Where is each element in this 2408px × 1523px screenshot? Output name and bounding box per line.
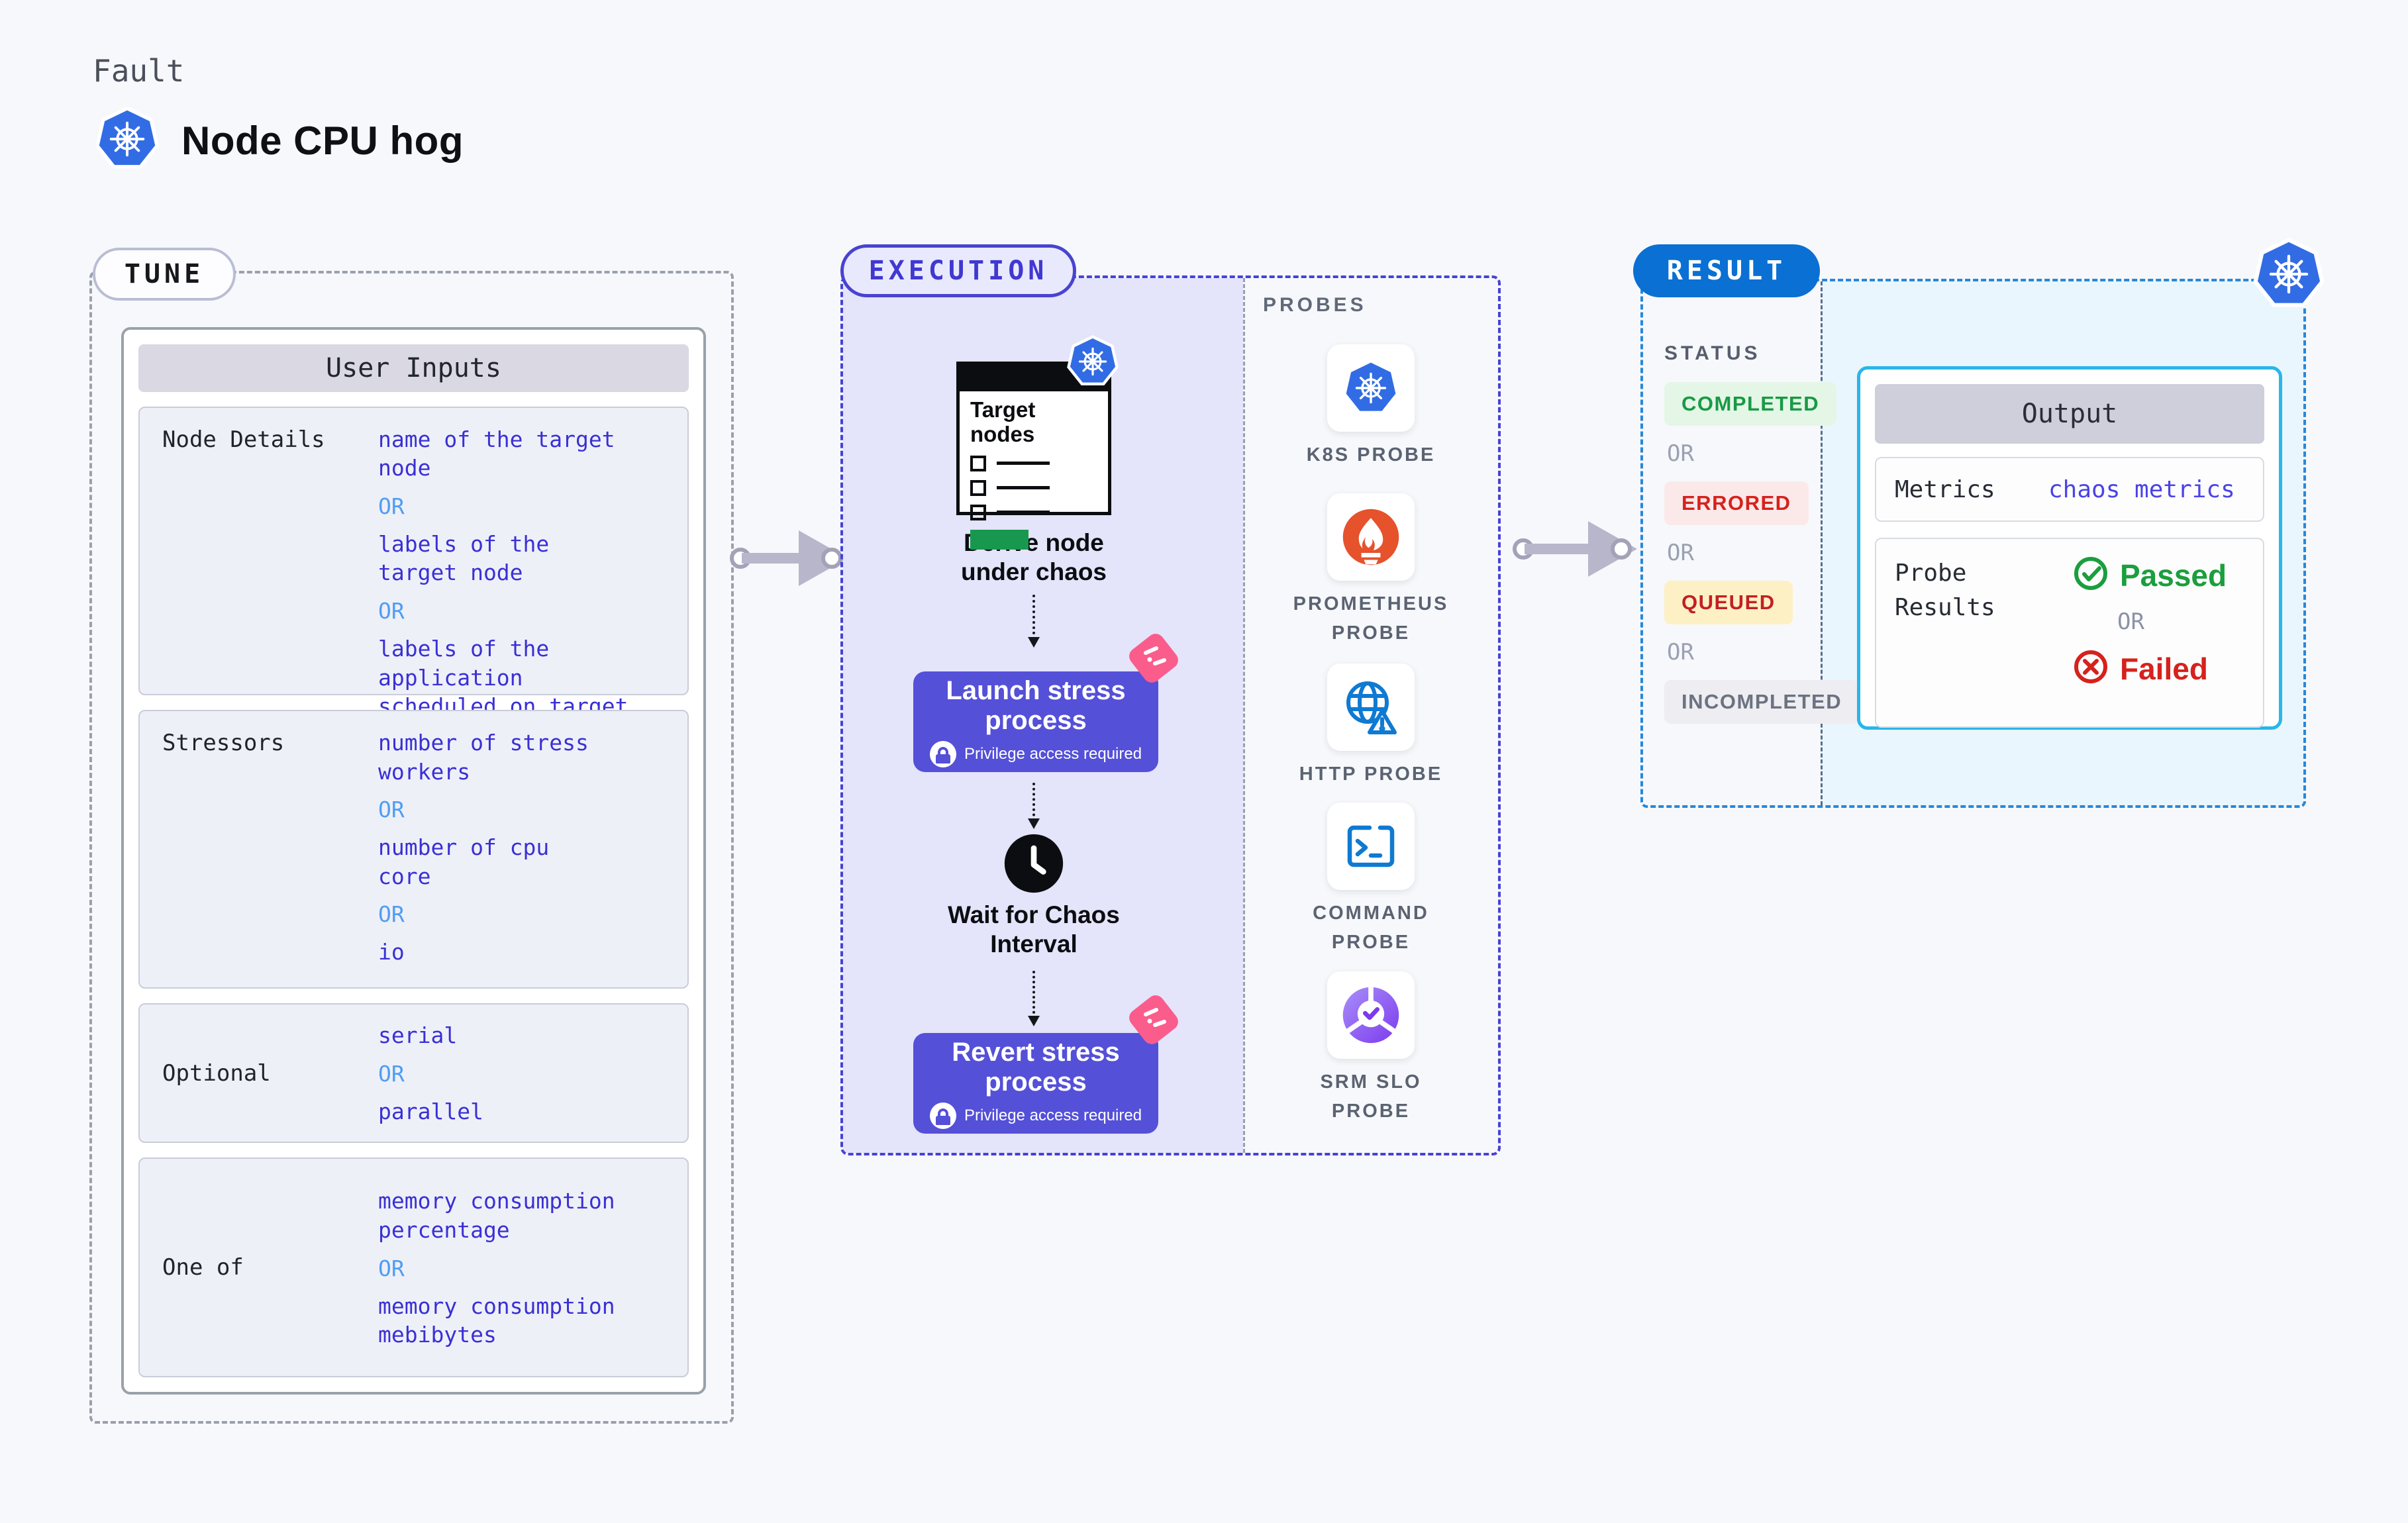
green-bar	[970, 529, 1028, 550]
probe-label: PROMETHEUS PROBE	[1293, 593, 1449, 644]
status-badge-errored: ERRORED	[1664, 481, 1809, 525]
user-inputs-title: User Inputs	[138, 344, 689, 392]
lock-icon	[929, 740, 956, 767]
or-label: OR	[2117, 609, 2144, 635]
checkbox-icon	[970, 504, 986, 520]
connector-arrow	[1028, 971, 1040, 1026]
failed-label: Failed	[2120, 651, 2208, 686]
row-label: Node Details	[162, 426, 325, 453]
row-option: parallel	[378, 1099, 483, 1124]
status-badge-queued: QUEUED	[1664, 581, 1793, 624]
slo-donut-check-icon	[1327, 971, 1415, 1059]
probe-item-srm-slo: SRM SLO PROBE	[1285, 971, 1457, 1126]
status-badge-incompleted: INCOMPLETED	[1664, 680, 1860, 724]
prometheus-icon	[1327, 493, 1415, 581]
or-label: OR	[378, 493, 405, 519]
kubernetes-icon	[2250, 236, 2327, 316]
user-inputs-table: User Inputs Node Details name of the tar…	[121, 327, 706, 1395]
probe-results-label: Probe Results	[1895, 560, 1995, 622]
result-badge[interactable]: RESULT	[1633, 244, 1820, 297]
target-nodes-card: Target nodes	[956, 362, 1111, 550]
connector-arrow	[1028, 595, 1040, 648]
table-row: Stressors number of stress workers OR nu…	[138, 710, 689, 989]
globe-warning-icon	[1327, 663, 1415, 751]
row-option: serial	[378, 1022, 458, 1049]
probe-item-command: COMMAND PROBE	[1285, 803, 1457, 957]
metrics-value: chaos metrics	[2048, 475, 2235, 503]
tune-section	[89, 271, 734, 1424]
status-title: STATUS	[1664, 342, 1761, 364]
page-title: Node CPU hog	[181, 119, 464, 163]
or-label: OR	[378, 1061, 405, 1087]
probe-item-prometheus: PROMETHEUS PROBE	[1285, 493, 1457, 648]
wait-step-label: Wait for Chaos Interval	[948, 901, 1120, 958]
or-label: OR	[378, 597, 405, 624]
or-label: OR	[1667, 540, 1694, 566]
output-title: Output	[1875, 384, 2264, 444]
metrics-row: Metrics chaos metrics	[1875, 457, 2264, 522]
page-header: Node CPU hog	[93, 105, 464, 177]
metrics-label: Metrics	[1895, 475, 1995, 503]
chaos-icon	[1126, 630, 1181, 686]
row-option: memory consumption mebibytes	[378, 1293, 615, 1348]
row-option: io	[378, 939, 405, 965]
fault-eyebrow: Fault	[93, 53, 185, 89]
row-option: number of cpu core	[378, 834, 550, 889]
revert-stress-button[interactable]: Revert stress process Privilege access r…	[913, 1033, 1158, 1134]
probes-divider	[1243, 278, 1245, 1153]
probe-item-http: HTTP PROBE	[1285, 663, 1457, 789]
kubernetes-probe-icon	[1327, 344, 1415, 432]
row-option: memory consumption percentage	[378, 1188, 615, 1243]
row-label: Stressors	[162, 730, 285, 756]
table-row: Optional serial OR parallel	[138, 1003, 689, 1143]
status-list: COMPLETED OR ERRORED OR QUEUED OR INCOMP…	[1664, 382, 1860, 724]
clock-icon	[1002, 832, 1066, 895]
tune-to-execution-arrow	[730, 530, 848, 586]
checkbox-icon	[970, 479, 986, 496]
probe-label: HTTP PROBE	[1299, 763, 1443, 785]
lock-icon	[929, 1102, 956, 1129]
or-label: OR	[378, 1255, 405, 1281]
derive-step-label: Derive node under chaos	[961, 529, 1107, 586]
chaos-icon	[1126, 992, 1181, 1048]
kubernetes-icon	[1065, 334, 1121, 393]
probe-label: SRM SLO PROBE	[1320, 1071, 1422, 1122]
passed-check-icon	[2074, 556, 2108, 594]
launch-stress-button[interactable]: Launch stress process Privilege access r…	[913, 671, 1158, 772]
probe-label: K8S PROBE	[1306, 444, 1436, 466]
probe-label: COMMAND PROBE	[1313, 903, 1429, 953]
failed-x-icon	[2074, 650, 2108, 687]
row-label: One of	[162, 1254, 244, 1281]
or-label: OR	[378, 797, 405, 823]
launch-stress-label: Launch stress process	[946, 676, 1126, 735]
passed-label: Passed	[2120, 558, 2227, 593]
row-label: Optional	[162, 1059, 271, 1087]
target-card-title: Target nodes	[970, 397, 1036, 446]
probe-results-row: Probe Results Passed OR Failed	[1875, 538, 2264, 728]
terminal-icon	[1327, 803, 1415, 890]
execution-badge[interactable]: EXECUTION	[840, 244, 1076, 297]
tune-badge[interactable]: TUNE	[93, 248, 236, 301]
privilege-note: Privilege access required	[964, 1106, 1142, 1124]
kubernetes-icon	[93, 105, 162, 177]
row-option: labels of the target node	[378, 530, 550, 586]
privilege-note: Privilege access required	[964, 744, 1142, 763]
probes-title: PROBES	[1263, 294, 1367, 316]
probe-item-k8s: K8S PROBE	[1285, 344, 1457, 470]
checkbox-icon	[970, 455, 986, 471]
revert-stress-label: Revert stress process	[952, 1038, 1120, 1097]
table-row: One of memory consumption percentage OR …	[138, 1157, 689, 1377]
row-option: name of the target node	[378, 426, 615, 481]
row-option: number of stress workers	[378, 730, 589, 785]
or-label: OR	[1667, 440, 1694, 467]
status-badge-completed: COMPLETED	[1664, 382, 1837, 426]
connector-arrow	[1028, 783, 1040, 829]
result-section: STATUS COMPLETED OR ERRORED OR QUEUED OR…	[1640, 279, 2306, 808]
probes-to-result-arrow	[1513, 521, 1637, 577]
table-row: Node Details name of the target node OR …	[138, 406, 689, 748]
or-label: OR	[1667, 639, 1694, 665]
output-card: Output Metrics chaos metrics Probe Resul…	[1857, 366, 2282, 730]
or-label: OR	[378, 901, 405, 928]
